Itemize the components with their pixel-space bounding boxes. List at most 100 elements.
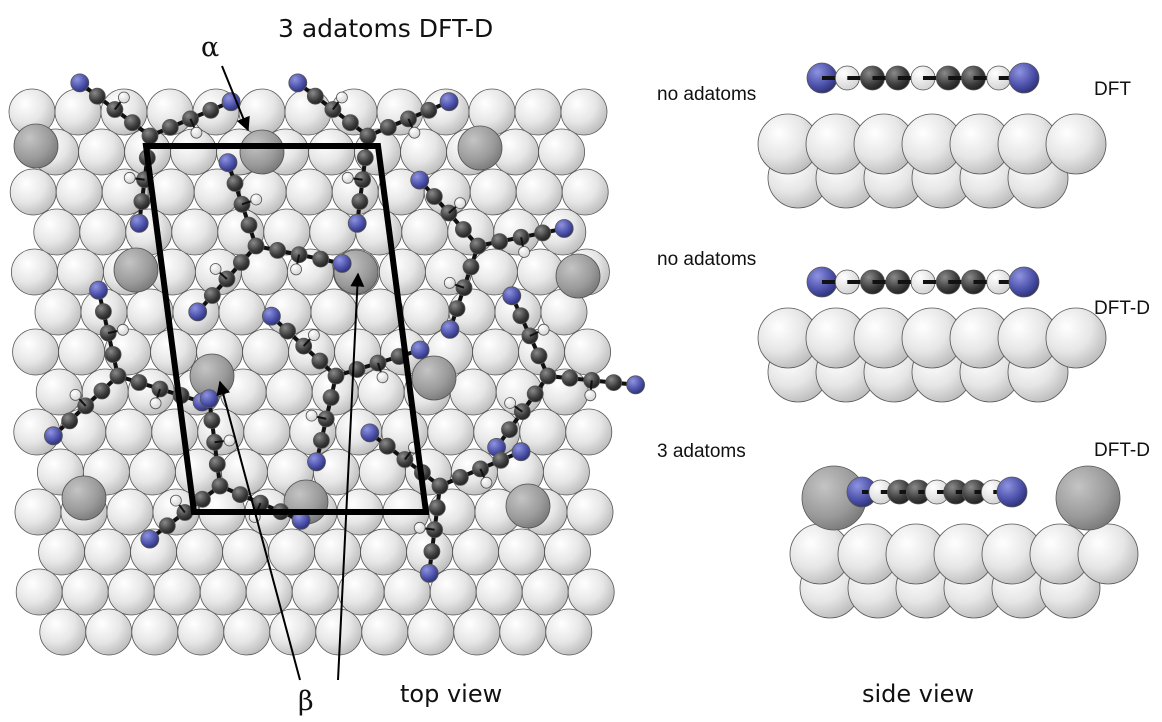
substrate-atom (15, 568, 63, 616)
substrate-atom (33, 208, 81, 256)
substrate-atom (131, 608, 179, 656)
substrate-atom (498, 528, 545, 576)
nitrogen-atom (1008, 266, 1040, 298)
substrate-atom (12, 328, 59, 376)
nitrogen-atom (419, 563, 439, 583)
carbon-atom (306, 87, 324, 105)
adatom (411, 355, 457, 401)
nitrogen-atom (410, 170, 430, 190)
substrate-atom (538, 128, 585, 176)
adatom (457, 125, 503, 171)
hydrogen-atom (223, 434, 236, 447)
substrate-atom (309, 208, 357, 256)
carbon-atom (425, 188, 443, 205)
substrate-atom (245, 568, 293, 616)
side-panel-1-label: no adatoms (657, 84, 757, 105)
substrate-atom (567, 568, 615, 616)
hydrogen-atom (341, 171, 354, 184)
carbon-atom (526, 385, 544, 403)
substrate-atom (268, 528, 316, 576)
substrate-atom (79, 208, 127, 256)
substrate-atom (9, 168, 57, 216)
hydrogen-atom (305, 409, 318, 422)
substrate-atom (475, 568, 523, 616)
nitrogen-atom (554, 219, 574, 238)
carbon-atom (420, 101, 438, 119)
hydrogen-atom (480, 476, 493, 489)
substrate-atom (153, 568, 201, 616)
carbon-atom (327, 367, 345, 385)
unit-cell-outline (142, 143, 430, 515)
nitrogen-atom (199, 389, 219, 409)
hydrogen-atom (335, 91, 348, 104)
side-view-panel-2 (757, 266, 1107, 403)
nitrogen-atom (502, 286, 522, 306)
substrate-atom (105, 408, 153, 456)
hydrogen-atom (584, 389, 597, 402)
substrate-atom (564, 328, 611, 376)
hydrogen-atom (518, 246, 530, 258)
carbon-atom (193, 490, 211, 508)
hydrogen-atom (376, 371, 389, 384)
nitrogen-atom (996, 476, 1028, 508)
substrate-atom (452, 528, 500, 576)
substrate-atom (514, 88, 562, 136)
carbon-atom (247, 237, 265, 255)
adatom (1055, 465, 1121, 531)
adatom (61, 475, 107, 521)
nitrogen-atom (288, 73, 308, 93)
nitrogen-atom (188, 302, 208, 322)
carbon-atom (61, 412, 78, 430)
substrate-atom (566, 488, 614, 536)
carbon-atom (341, 114, 359, 132)
nitrogen-atom (439, 92, 459, 112)
top-view-caption: top view (400, 680, 503, 708)
substrate-atom (285, 168, 333, 216)
carbon-atom (203, 412, 221, 429)
substrate-atom (38, 528, 85, 576)
nitrogen-atom (1008, 62, 1040, 94)
beta-arrow-right (337, 272, 365, 681)
substrate-atom (361, 608, 409, 656)
substrate-atom (337, 568, 385, 616)
substrate-atom (85, 608, 133, 656)
hydrogen-atom (169, 494, 182, 507)
carbon-atom (423, 543, 441, 560)
substrate-atom (55, 168, 103, 216)
nitrogen-atom (70, 73, 90, 93)
hydrogen-atom (118, 91, 130, 104)
substrate-atom (128, 448, 176, 496)
carbon-atom (269, 241, 287, 259)
substrate-atom (453, 608, 501, 656)
carbon-atom (561, 369, 579, 387)
substrate-atom (84, 528, 131, 576)
substrate-atom (107, 568, 155, 616)
substrate-atom (265, 368, 313, 416)
nitrogen-atom (140, 529, 160, 549)
substrate-atom (1077, 523, 1139, 585)
nitrogen-atom (129, 213, 149, 233)
beta-arrow-left (216, 380, 301, 681)
hydrogen-atom (537, 323, 550, 336)
carbon-atom (93, 382, 111, 400)
side-view-panel-3 (789, 465, 1139, 619)
substrate-atom (561, 168, 609, 216)
hydrogen-atom (504, 397, 517, 409)
nitrogen-atom (89, 280, 108, 300)
carbon-atom (469, 237, 487, 255)
carbon-atom (279, 322, 297, 340)
substrate-atom (34, 288, 82, 336)
hydrogen-atom (454, 197, 467, 210)
substrate-atom (427, 408, 475, 456)
substrate-atom (14, 488, 62, 536)
hydrogen-atom (443, 276, 456, 289)
beta-site-label: β (298, 686, 314, 717)
carbon-atom (133, 193, 151, 210)
substrate-atom (472, 328, 520, 376)
nitrogen-atom (218, 153, 238, 173)
substrate-atom (223, 608, 271, 656)
substrate-atom (1045, 307, 1107, 369)
carbon-atom (312, 431, 330, 449)
hydrogen-atom (69, 388, 82, 401)
substrate-atom (308, 128, 356, 176)
